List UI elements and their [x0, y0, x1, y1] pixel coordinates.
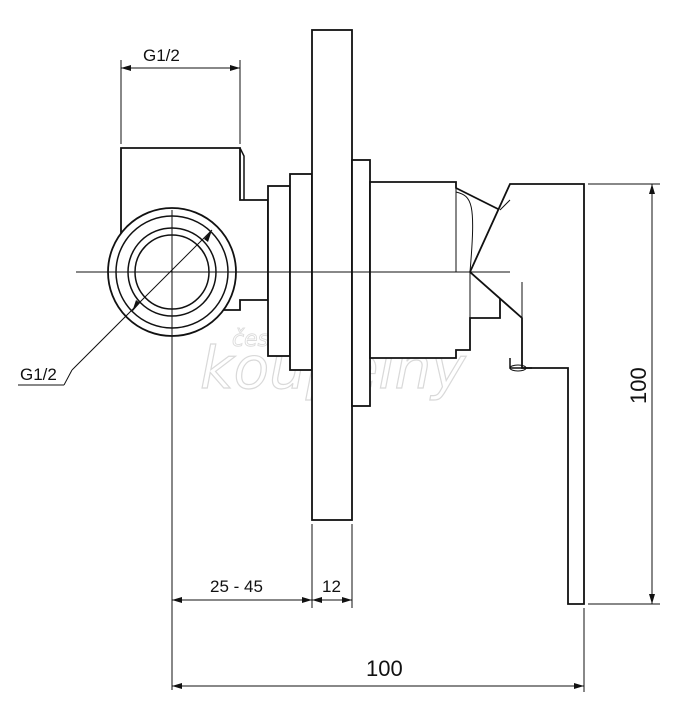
- side-inlet-label: G1/2: [20, 365, 57, 384]
- top-inlet-dimension: G1/2: [120, 46, 241, 144]
- side-inlet-dimension: G1/2: [18, 229, 213, 386]
- top-inlet-label: G1/2: [143, 46, 180, 65]
- handle-height-label: 100: [626, 367, 651, 404]
- plate-thickness-label: 12: [322, 577, 341, 596]
- handle-height-dimension: 100: [588, 183, 660, 605]
- depth-dimensions: 25 - 45 12 100: [172, 524, 585, 692]
- center-lines: [76, 210, 510, 690]
- total-length-label: 100: [366, 656, 403, 681]
- wall-depth-label: 25 - 45: [210, 577, 263, 596]
- valve-body: [267, 29, 585, 605]
